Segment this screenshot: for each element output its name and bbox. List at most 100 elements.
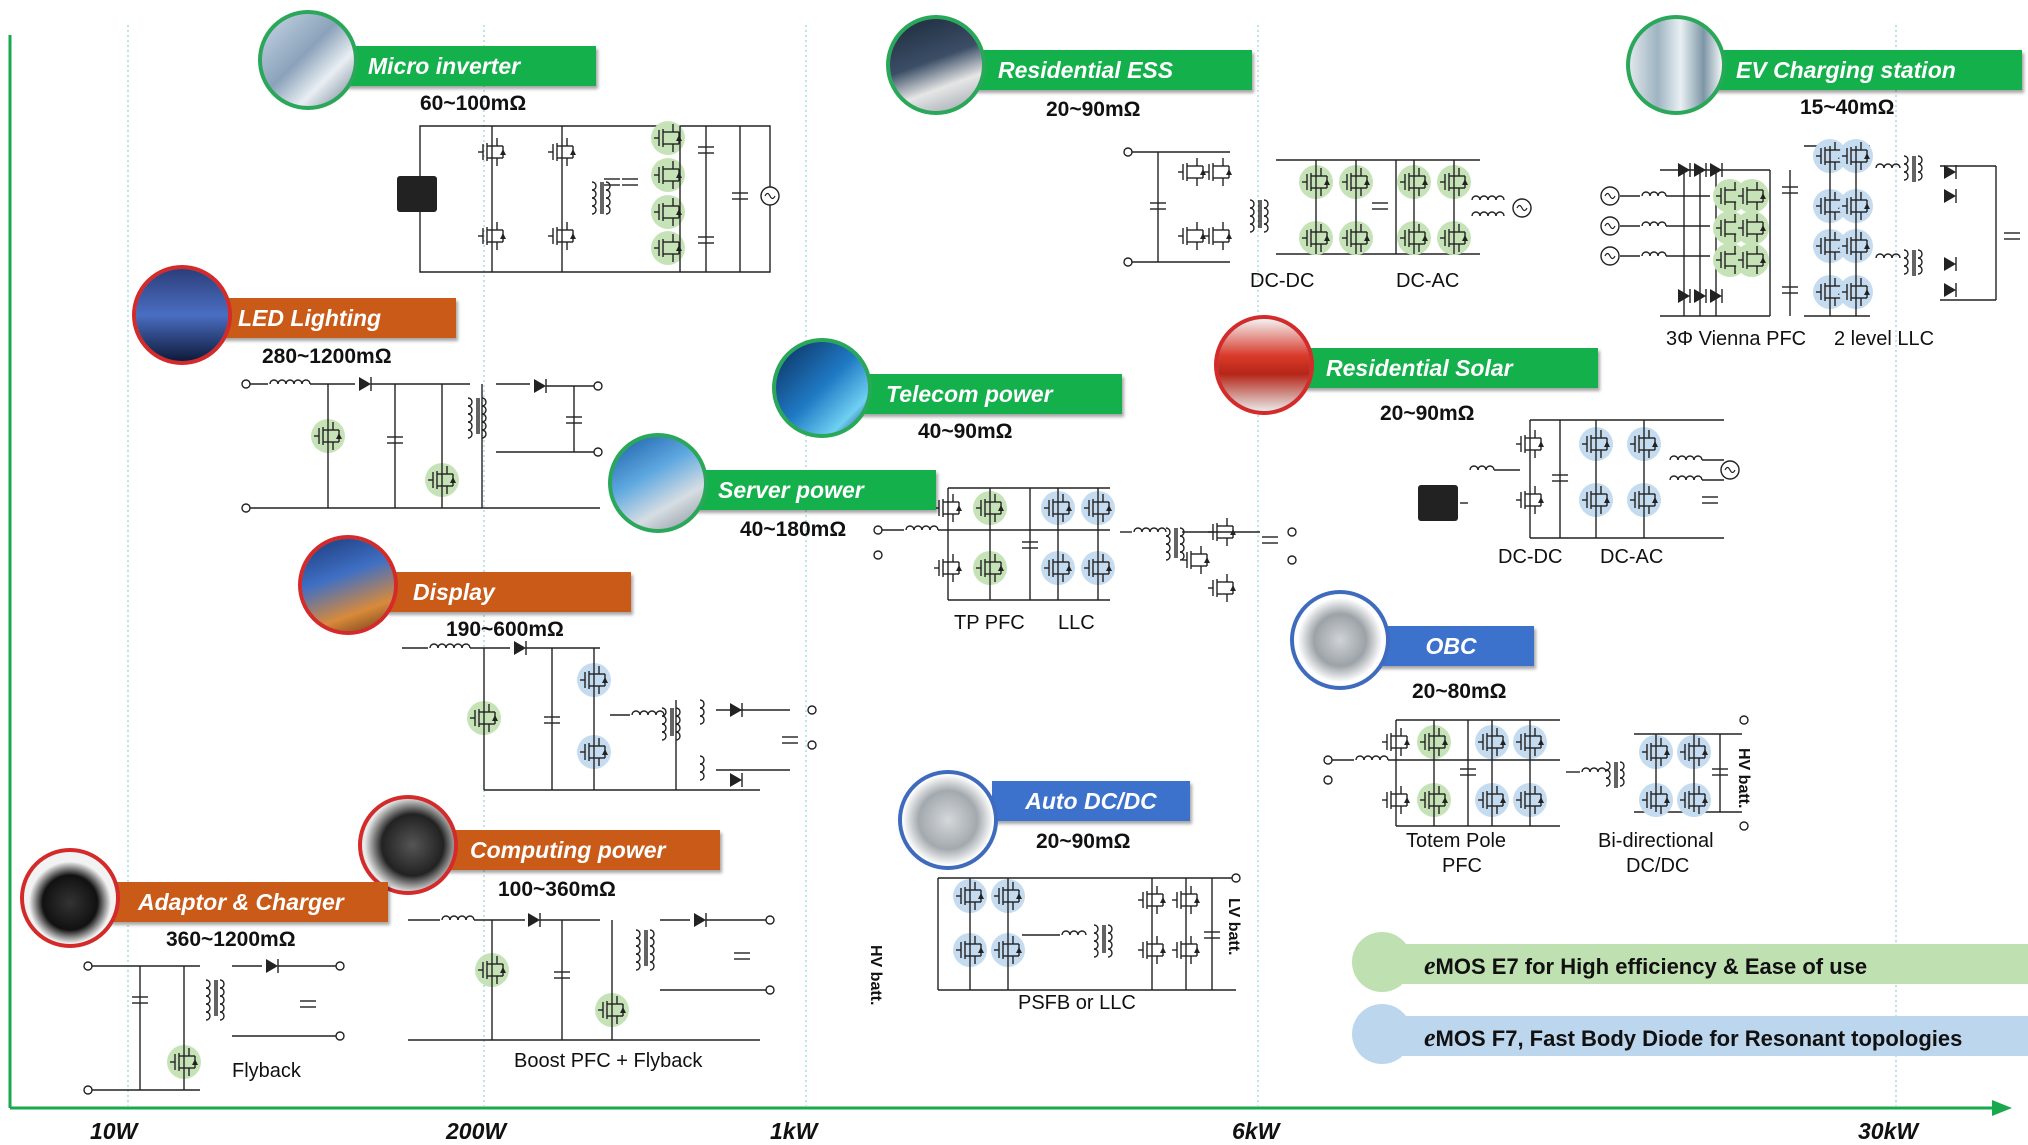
server-power-photo bbox=[608, 433, 708, 533]
inductor bbox=[1917, 155, 1923, 165]
e7-mosfet-highlight bbox=[651, 121, 685, 155]
terminal bbox=[593, 381, 603, 391]
inductor bbox=[1165, 543, 1171, 553]
inductor bbox=[1693, 455, 1703, 461]
rsolar-caption-dcdc: DC-DC bbox=[1498, 546, 1563, 568]
inductor bbox=[1641, 191, 1651, 197]
residential-ess-photo bbox=[886, 15, 986, 115]
inductor bbox=[467, 413, 473, 423]
inductor bbox=[661, 723, 667, 733]
computing-power-photo bbox=[358, 795, 458, 895]
ev-charging-banner: EV Charging station bbox=[1712, 50, 2022, 90]
ev-charging-range: 15~40mΩ bbox=[1800, 96, 1895, 119]
diode bbox=[534, 379, 546, 393]
inductor bbox=[1165, 535, 1171, 545]
terminal bbox=[335, 1031, 345, 1041]
wire bbox=[419, 125, 771, 273]
display-banner: Display bbox=[385, 572, 631, 612]
adaptor-charger-range: 360~1200mΩ bbox=[166, 928, 296, 951]
inductor bbox=[1107, 948, 1113, 958]
e7-mosfet-highlight bbox=[1735, 211, 1769, 245]
inductor bbox=[1263, 207, 1269, 217]
terminal bbox=[1739, 715, 1749, 725]
terminal bbox=[83, 1085, 93, 1095]
inductor bbox=[205, 1011, 211, 1021]
inductor bbox=[699, 715, 705, 725]
inductor bbox=[1479, 195, 1489, 201]
micro-inverter-range: 60~100mΩ bbox=[420, 92, 527, 115]
inductor bbox=[1495, 195, 1505, 201]
inductor bbox=[1917, 249, 1923, 259]
inductor bbox=[1471, 195, 1481, 201]
obc-caption-pfc: PFC bbox=[1442, 855, 1482, 877]
terminal bbox=[1323, 775, 1333, 785]
display-range: 190~600mΩ bbox=[446, 618, 564, 641]
terminal bbox=[83, 961, 93, 971]
inductor bbox=[1263, 215, 1269, 225]
inductor bbox=[293, 379, 303, 385]
inductor bbox=[1179, 543, 1185, 553]
inductor bbox=[1487, 195, 1497, 201]
inductor bbox=[1249, 199, 1255, 209]
inductor bbox=[1903, 155, 1909, 165]
inductor bbox=[467, 429, 473, 439]
inductor bbox=[1471, 211, 1481, 217]
inductor bbox=[1249, 207, 1255, 217]
inductor bbox=[453, 643, 463, 649]
adaptor-caption: Flyback bbox=[232, 1060, 301, 1082]
legend-f7-text: eMOS F7, Fast Body Diode for Resonant to… bbox=[1424, 1023, 1963, 1052]
ac-wave bbox=[1604, 252, 1616, 260]
inductor bbox=[467, 421, 473, 431]
inductor bbox=[1469, 465, 1479, 471]
inductor bbox=[1619, 769, 1625, 779]
inductor bbox=[1875, 163, 1885, 169]
diode bbox=[528, 913, 540, 927]
inductor bbox=[1249, 215, 1255, 225]
inductor bbox=[1355, 755, 1365, 761]
inductor bbox=[285, 379, 295, 385]
inductor bbox=[1903, 249, 1909, 259]
inductor bbox=[1479, 211, 1489, 217]
obc-caption-dcdc: DC/DC bbox=[1626, 855, 1690, 877]
obc-hv-label: HV batt. bbox=[1735, 748, 1752, 809]
axis-tick-10w: 10W bbox=[90, 1118, 138, 1144]
e7-mosfet-highlight bbox=[1735, 243, 1769, 277]
ac-wave bbox=[1604, 192, 1616, 200]
inductor bbox=[1061, 930, 1071, 936]
inductor bbox=[1605, 761, 1611, 771]
telecom-power-photo bbox=[772, 338, 872, 438]
inductor bbox=[1263, 199, 1269, 209]
adaptor-charger-photo bbox=[20, 848, 120, 948]
diode bbox=[730, 773, 742, 787]
led-lighting-range: 280~1200mΩ bbox=[262, 345, 392, 368]
telecom-power-banner: Telecom power bbox=[858, 374, 1122, 414]
inductor bbox=[1917, 257, 1923, 267]
led-lighting-banner: LED Lighting bbox=[210, 298, 456, 338]
e7-mosfet-highlight bbox=[651, 195, 685, 229]
inductor bbox=[1649, 221, 1659, 227]
inductor bbox=[591, 197, 597, 207]
terminal bbox=[807, 740, 817, 750]
inductor bbox=[635, 937, 641, 947]
inductor bbox=[1597, 767, 1607, 773]
inductor bbox=[661, 731, 667, 741]
residential-solar-photo bbox=[1214, 315, 1314, 415]
inductor bbox=[605, 205, 611, 215]
inductor bbox=[649, 961, 655, 971]
obc-caption-bidir: Bi-directional bbox=[1598, 830, 1714, 852]
inductor bbox=[461, 643, 471, 649]
terminal bbox=[593, 447, 603, 457]
inductor bbox=[277, 379, 287, 385]
inductor bbox=[1133, 527, 1143, 533]
inductor bbox=[219, 979, 225, 989]
inductor bbox=[699, 771, 705, 781]
auto-dcdc-photo bbox=[898, 770, 998, 870]
inductor bbox=[219, 1003, 225, 1013]
ev-caption-llc: 2 level LLC bbox=[1834, 328, 1935, 350]
inductor bbox=[905, 525, 915, 531]
terminal bbox=[241, 379, 251, 389]
inductor bbox=[1589, 767, 1599, 773]
inductor bbox=[1693, 475, 1703, 481]
axis-tick-6kw: 6kW bbox=[1232, 1118, 1280, 1144]
